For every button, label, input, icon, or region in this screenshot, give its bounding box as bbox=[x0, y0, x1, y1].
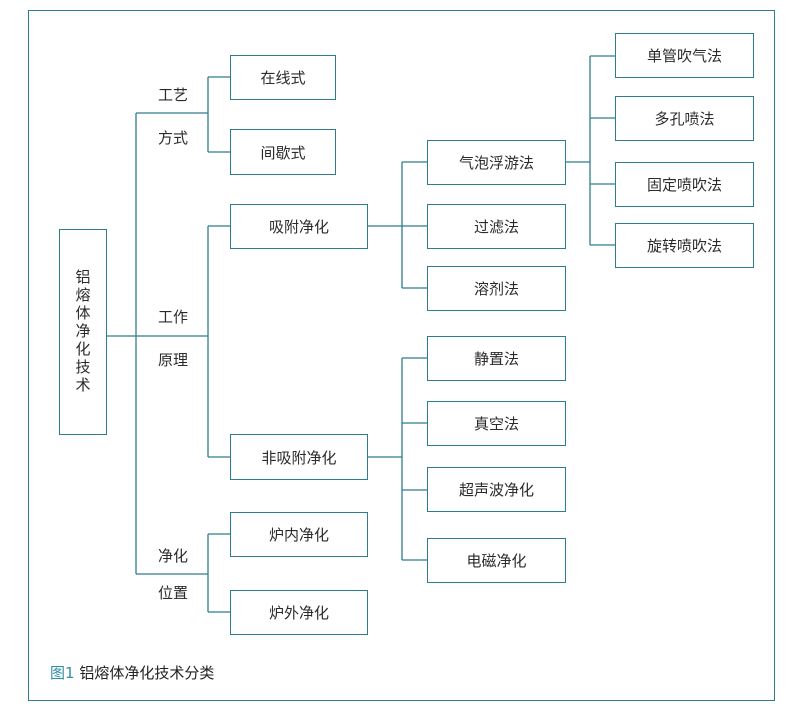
node-filtration: 过滤法 bbox=[427, 204, 566, 249]
node-batch: 间歇式 bbox=[230, 129, 336, 175]
node-single-tube: 单管吹气法 bbox=[615, 33, 754, 78]
figure-title: 铝熔体净化技术分类 bbox=[79, 664, 215, 682]
node-bubble-flotation: 气泡浮游法 bbox=[427, 140, 566, 185]
node-porous-plug: 多孔喷法 bbox=[615, 96, 754, 141]
node-in-furnace: 炉内净化 bbox=[230, 512, 368, 557]
node-settling: 静置法 bbox=[427, 336, 566, 381]
node-flux: 溶剂法 bbox=[427, 266, 566, 311]
figure-caption: 图1 铝熔体净化技术分类 bbox=[50, 662, 214, 683]
node-ultrasonic: 超声波净化 bbox=[427, 467, 566, 512]
label-process-2: 方式 bbox=[158, 129, 189, 147]
label-principle-1: 工作 bbox=[158, 308, 189, 326]
label-position-2: 位置 bbox=[158, 584, 189, 602]
node-rotary-injection: 旋转喷吹法 bbox=[615, 223, 754, 268]
node-electromagnetic: 电磁净化 bbox=[427, 538, 566, 583]
figure-frame bbox=[28, 10, 775, 701]
node-non-adsorption: 非吸附净化 bbox=[230, 434, 368, 480]
node-vacuum: 真空法 bbox=[427, 401, 566, 446]
root-node: 铝熔体净化技术 bbox=[59, 229, 107, 435]
figure-number: 图1 bbox=[50, 664, 75, 682]
node-online: 在线式 bbox=[230, 55, 336, 100]
label-process-1: 工艺 bbox=[158, 86, 189, 104]
label-principle-2: 原理 bbox=[158, 351, 189, 369]
node-adsorption: 吸附净化 bbox=[230, 204, 368, 249]
node-fixed-injection: 固定喷吹法 bbox=[615, 162, 754, 207]
node-out-furnace: 炉外净化 bbox=[230, 590, 368, 635]
label-position-1: 净化 bbox=[158, 547, 189, 565]
